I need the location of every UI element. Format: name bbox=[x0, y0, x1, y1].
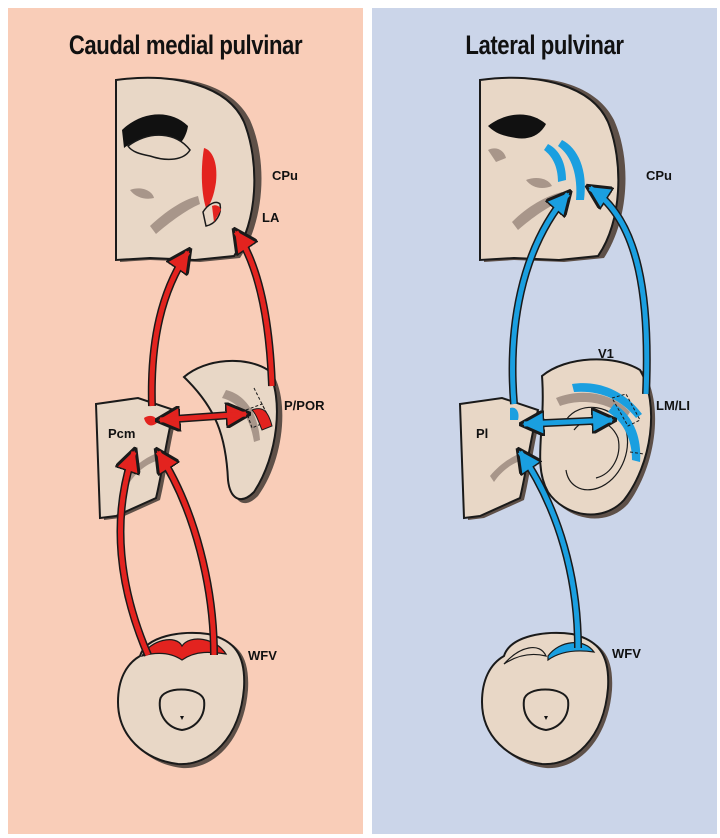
right-thalamus-section bbox=[460, 398, 542, 520]
pcm-to-la-arrow-core bbox=[152, 252, 188, 406]
right-label-wfv: WFV bbox=[612, 646, 641, 661]
right-label-cpu: CPu bbox=[646, 168, 672, 183]
right-cortex-section bbox=[540, 359, 655, 518]
left-label-wfv: WFV bbox=[248, 648, 277, 663]
right-label-lmli: LM/LI bbox=[656, 398, 690, 413]
left-label-pcm: Pcm bbox=[108, 426, 135, 441]
right-label-pl: Pl bbox=[476, 426, 488, 441]
left-label-cpu: CPu bbox=[272, 168, 298, 183]
right-forebrain-section bbox=[480, 78, 625, 262]
left-cortex-section bbox=[184, 361, 282, 503]
wfv-to-pcm-arrow-2 bbox=[158, 452, 214, 655]
left-label-ppor: P/POR bbox=[284, 398, 325, 413]
right-label-v1: V1 bbox=[598, 346, 614, 361]
left-label-la: LA bbox=[262, 210, 280, 225]
left-midbrain-section bbox=[118, 633, 248, 768]
wfv-to-pcm-arrow-2-core bbox=[158, 452, 214, 655]
right-midbrain-section bbox=[482, 633, 612, 768]
